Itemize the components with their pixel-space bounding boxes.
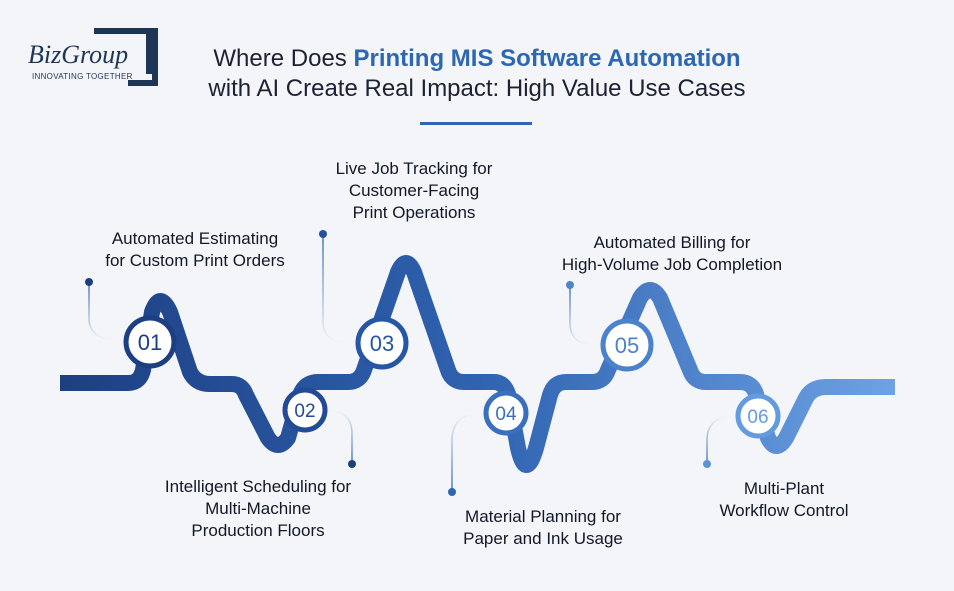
step-label-02: Intelligent Scheduling for Multi-Machine…	[138, 476, 378, 542]
step-label-02-line-3: Production Floors	[191, 521, 325, 540]
leader-dot-02	[348, 460, 356, 468]
logo-wordmark: BizGroup	[28, 40, 129, 69]
step-label-04-line-2: Paper and Ink Usage	[463, 529, 623, 548]
leader-03	[322, 234, 351, 344]
title-line-2: with AI Create Real Impact: High Value U…	[208, 75, 746, 102]
step-number-06: 06	[747, 407, 768, 428]
step-label-03: Live Job Tracking for Customer-Facing Pr…	[306, 158, 522, 224]
step-label-05-line-1: Automated Billing for	[593, 233, 751, 252]
title-highlight: Printing MIS Software Automation	[353, 45, 741, 72]
leader-dot-03	[319, 230, 327, 238]
step-badge-06: 06	[735, 393, 781, 439]
step-label-06-line-2: Workflow Control	[719, 501, 849, 520]
step-badge-03: 03	[355, 316, 409, 370]
step-label-06: Multi-Plant Workflow Control	[694, 478, 874, 522]
wave-line	[60, 255, 895, 473]
title-underline	[420, 122, 532, 125]
step-label-02-line-2: Multi-Machine	[205, 499, 311, 518]
leader-dot-05	[566, 281, 574, 289]
step-label-03-line-1: Live Job Tracking for	[335, 159, 493, 178]
step-badge-01: 01	[123, 315, 177, 369]
step-label-05-line-2: High-Volume Job Completion	[561, 255, 783, 274]
step-label-01-line-2: for Custom Print Orders	[105, 251, 285, 270]
step-badge-02: 02	[282, 387, 328, 433]
bizgroup-logo: BizGroup INNOVATING TOGETHER	[28, 24, 160, 86]
step-label-03-line-2: Customer-Facing	[348, 181, 480, 200]
step-label-01-line-1: Automated Estimating	[111, 229, 279, 248]
leader-02	[326, 409, 353, 464]
logo-tagline: INNOVATING TOGETHER	[32, 72, 133, 81]
step-number-01: 01	[138, 330, 162, 355]
title-prefix: Where Does	[213, 45, 354, 72]
step-number-03: 03	[370, 331, 394, 356]
logo-frame-corner	[128, 28, 158, 86]
step-label-04-line-1: Material Planning for	[465, 507, 621, 526]
step-label-04: Material Planning for Paper and Ink Usag…	[438, 506, 648, 550]
leader-06	[706, 415, 737, 464]
leaders	[85, 230, 737, 496]
step-number-05: 05	[615, 333, 639, 358]
step-number-02: 02	[294, 401, 315, 422]
step-label-06-line-1: Multi-Plant	[743, 479, 825, 498]
step-label-05: Automated Billing for High-Volume Job Co…	[532, 232, 812, 276]
step-badge-05: 05	[600, 318, 654, 372]
step-label-03-line-3: Print Operations	[352, 203, 476, 222]
leader-dot-04	[448, 488, 456, 496]
leader-01	[88, 282, 119, 341]
page-title: Where Does Printing MIS Software Automat…	[170, 44, 784, 104]
step-badge-04: 04	[483, 390, 529, 436]
leader-dot-06	[703, 460, 711, 468]
leader-05	[569, 285, 597, 346]
leader-04	[451, 412, 485, 492]
step-label-01: Automated Estimating for Custom Print Or…	[84, 228, 306, 272]
logo-frame	[94, 28, 152, 74]
leader-dot-01	[85, 278, 93, 286]
step-label-02-line-1: Intelligent Scheduling for	[164, 477, 352, 496]
step-number-04: 04	[495, 404, 517, 425]
